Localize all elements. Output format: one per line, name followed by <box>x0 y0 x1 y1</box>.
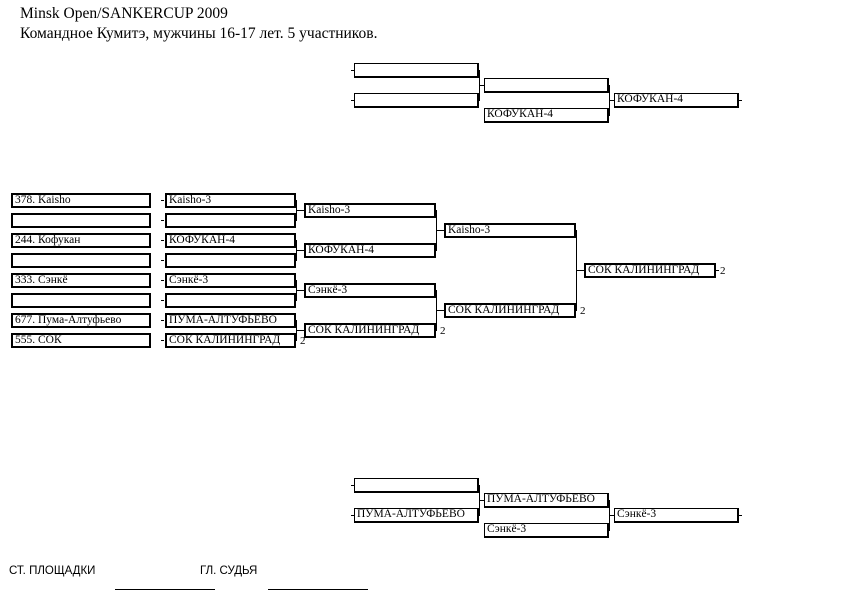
match-score: 2 <box>580 305 586 317</box>
bracket-tick <box>161 260 164 261</box>
bracket-tick <box>161 220 164 221</box>
bracket-tick <box>351 515 354 516</box>
rep-bottom-r2-slot-1: ПУМА-АЛТУФЬЕВО <box>484 493 609 508</box>
rep-bottom-r1-slot-1 <box>354 478 479 493</box>
bracket-connector <box>296 290 304 291</box>
rep-top-r2-slot-1 <box>484 78 609 93</box>
round2-slot: Сэнкё-3 <box>304 283 436 298</box>
entrant-slot: 333. Сэнкё <box>11 273 151 288</box>
semifinal-slot: Kaisho-3 <box>444 223 576 238</box>
bracket-tick <box>161 320 164 321</box>
bracket-connector <box>479 85 484 86</box>
bracket-connector <box>436 230 444 231</box>
round1-slot: Сэнкё-3 <box>165 273 296 288</box>
entrant-slot: 555. СОК <box>11 333 151 348</box>
bracket-connector <box>296 330 304 331</box>
round2-slot: КОФУКАН-4 <box>304 243 436 258</box>
rep-top-winner: КОФУКАН-4 <box>614 93 739 108</box>
rep-bottom-r1-slot-2: ПУМА-АЛТУФЬЕВО <box>354 508 479 523</box>
entrant-slot: 244. Кофукан <box>11 233 151 248</box>
bracket-tick <box>161 340 164 341</box>
bracket-connector <box>609 100 614 101</box>
bracket-tick <box>739 100 742 101</box>
competition-title: Minsk Open/SANKERCUP 2009 <box>20 5 228 22</box>
bracket-tick <box>161 280 164 281</box>
chief-judge-label: ГЛ. СУДЬЯ <box>200 565 258 577</box>
signature-line <box>268 589 368 590</box>
bracket-connector <box>479 500 484 501</box>
bracket-connector <box>609 515 614 516</box>
bracket-tick <box>739 515 742 516</box>
bracket-connector <box>296 210 304 211</box>
match-score: 2 <box>720 265 726 277</box>
bracket-connector <box>296 250 304 251</box>
round1-slot: КОФУКАН-4 <box>165 233 296 248</box>
match-score: 2 <box>440 325 446 337</box>
entrant-slot <box>11 293 151 308</box>
round2-slot: Kaisho-3 <box>304 203 436 218</box>
round2-slot: СОК КАЛИНИНГРАД <box>304 323 436 338</box>
entrant-slot: 378. Kaisho <box>11 193 151 208</box>
category-subtitle: Командное Кумитэ, мужчины 16-17 лет. 5 у… <box>20 25 378 42</box>
entrant-slot <box>11 253 151 268</box>
final-winner-slot: СОК КАЛИНИНГРАД <box>584 263 716 278</box>
rep-top-r1-slot-1 <box>354 63 479 78</box>
round1-slot <box>165 253 296 268</box>
rep-bottom-r2-slot-2: Сэнкё-3 <box>484 523 609 538</box>
bracket-tick <box>161 240 164 241</box>
rep-bottom-winner: Сэнкё-3 <box>614 508 739 523</box>
semifinal-slot: СОК КАЛИНИНГРАД <box>444 303 576 318</box>
signature-line <box>115 589 215 590</box>
round1-slot <box>165 293 296 308</box>
round1-slot: СОК КАЛИНИНГРАД <box>165 333 296 348</box>
round1-slot: ПУМА-АЛТУФЬЕВО <box>165 313 296 328</box>
bracket-tick <box>161 200 164 201</box>
bracket-connector <box>436 310 444 311</box>
bracket-tick <box>161 300 164 301</box>
bracket-tick <box>351 70 354 71</box>
bracket-tick <box>351 100 354 101</box>
entrant-slot: 677. Пума-Алтуфьево <box>11 313 151 328</box>
round1-slot <box>165 213 296 228</box>
site-official-label: СТ. ПЛОЩАДКИ <box>9 565 96 577</box>
rep-top-r2-slot-2: КОФУКАН-4 <box>484 108 609 123</box>
match-score: 2 <box>300 335 306 347</box>
entrant-slot <box>11 213 151 228</box>
bracket-connector <box>576 270 584 271</box>
bracket-tick <box>716 270 719 271</box>
rep-top-r1-slot-2 <box>354 93 479 108</box>
round1-slot: Kaisho-3 <box>165 193 296 208</box>
bracket-tick <box>351 485 354 486</box>
